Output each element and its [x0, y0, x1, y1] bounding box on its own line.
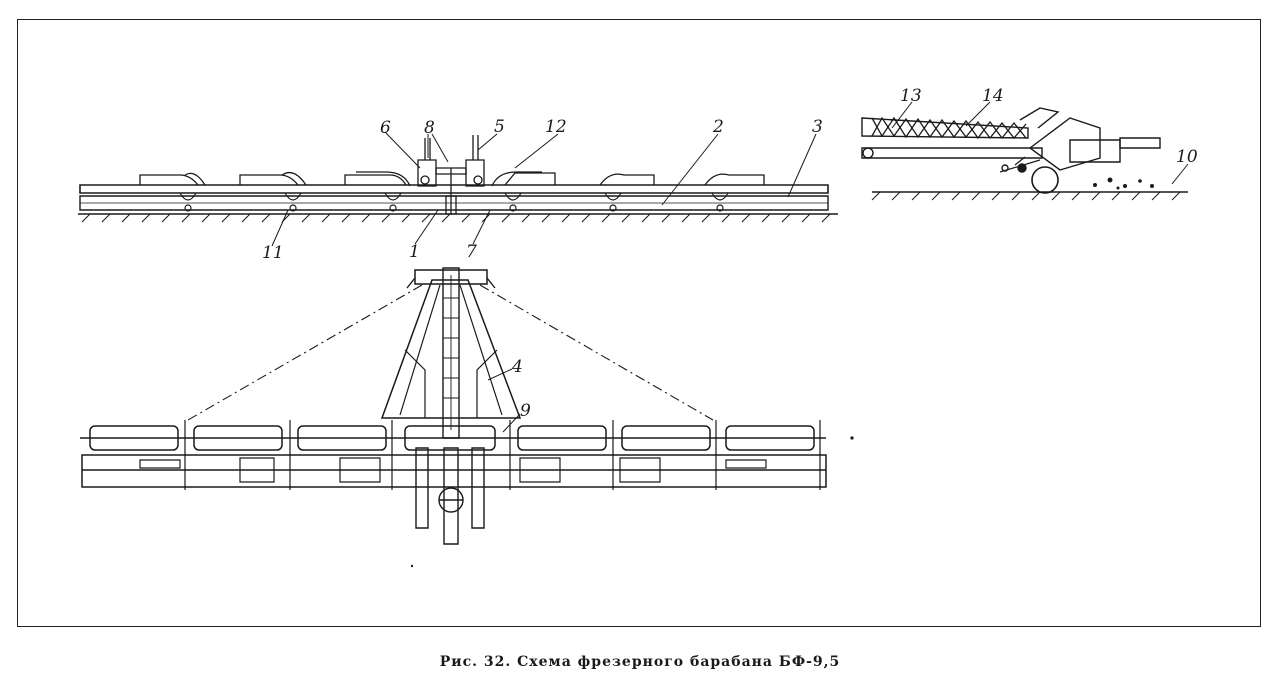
- front-elevation-view: [78, 132, 838, 246]
- figure-caption: Рис. 32. Схема фрезерного барабана БФ-9,…: [439, 654, 841, 670]
- callout-9: 9: [520, 401, 531, 421]
- callout-1: 1: [409, 242, 420, 262]
- callout-7: 7: [466, 242, 477, 262]
- callout-4: 4: [511, 357, 523, 377]
- callout-8: 8: [424, 118, 435, 138]
- callout-10: 10: [1176, 147, 1198, 167]
- callout-3: 3: [812, 117, 823, 137]
- callout-6: 6: [380, 118, 391, 138]
- callout-13: 13: [900, 86, 922, 106]
- callout-2: 2: [712, 117, 724, 137]
- side-elevation-view: [862, 102, 1188, 200]
- plan-view: [80, 268, 854, 568]
- callout-labels: 6 8 5 12 2 3 11 1 7 4 9 13 14 10: [262, 86, 1198, 421]
- callout-14: 14: [982, 86, 1004, 106]
- callout-5: 5: [494, 117, 505, 137]
- callout-11: 11: [262, 243, 284, 263]
- callout-12: 12: [545, 117, 567, 137]
- figure-frame: [17, 19, 1261, 627]
